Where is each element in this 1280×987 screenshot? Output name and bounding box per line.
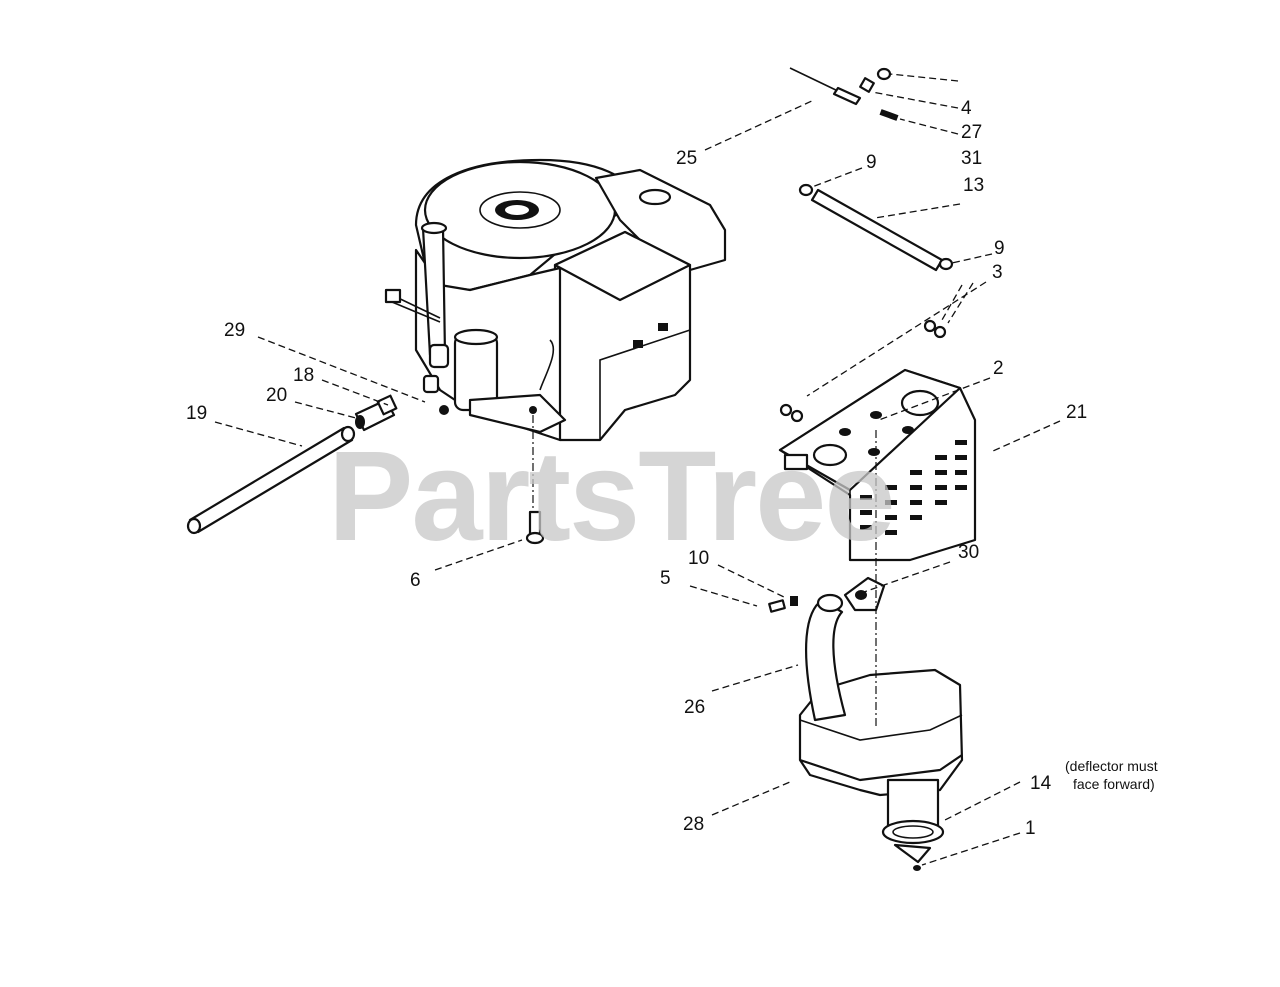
muffler-guard — [778, 319, 977, 562]
deflector-note: (deflector must face forward) — [1065, 758, 1158, 792]
callout-29: 29 — [224, 320, 245, 341]
callout-9-upper: 9 — [866, 152, 877, 173]
callout-labels: 4 27 31 25 9 13 9 3 29 18 20 19 2 21 6 1… — [186, 98, 1087, 839]
engine-drawing — [384, 158, 727, 442]
callout-2: 2 — [993, 358, 1004, 379]
throttle-cable-parts — [789, 67, 899, 121]
callout-25: 25 — [676, 148, 697, 169]
callout-30: 30 — [958, 542, 979, 563]
watermark: PartsTree — [328, 425, 894, 568]
callout-13: 13 — [963, 175, 984, 196]
callout-31: 31 — [961, 148, 982, 169]
callout-14: 14 — [1030, 773, 1052, 794]
deflector-note-line1: (deflector must — [1065, 758, 1158, 774]
leader-lines — [214, 73, 1061, 866]
callout-20: 20 — [266, 385, 287, 406]
callout-26: 26 — [684, 697, 705, 718]
rod-13 — [798, 183, 954, 272]
callout-18: 18 — [293, 365, 314, 386]
deflector-note-line2: face forward) — [1073, 776, 1155, 792]
callout-10: 10 — [688, 548, 709, 569]
callout-27: 27 — [961, 122, 982, 143]
callout-28: 28 — [683, 814, 704, 835]
callout-9-lower: 9 — [994, 238, 1005, 259]
fuel-line-parts — [186, 394, 545, 545]
muffler-and-pipe — [768, 576, 964, 871]
callout-19: 19 — [186, 403, 207, 424]
callout-6: 6 — [410, 570, 421, 591]
callout-21: 21 — [1066, 402, 1087, 423]
callout-4: 4 — [961, 98, 972, 119]
callout-1: 1 — [1025, 818, 1036, 839]
callout-3: 3 — [992, 262, 1003, 283]
callout-5: 5 — [660, 568, 671, 589]
